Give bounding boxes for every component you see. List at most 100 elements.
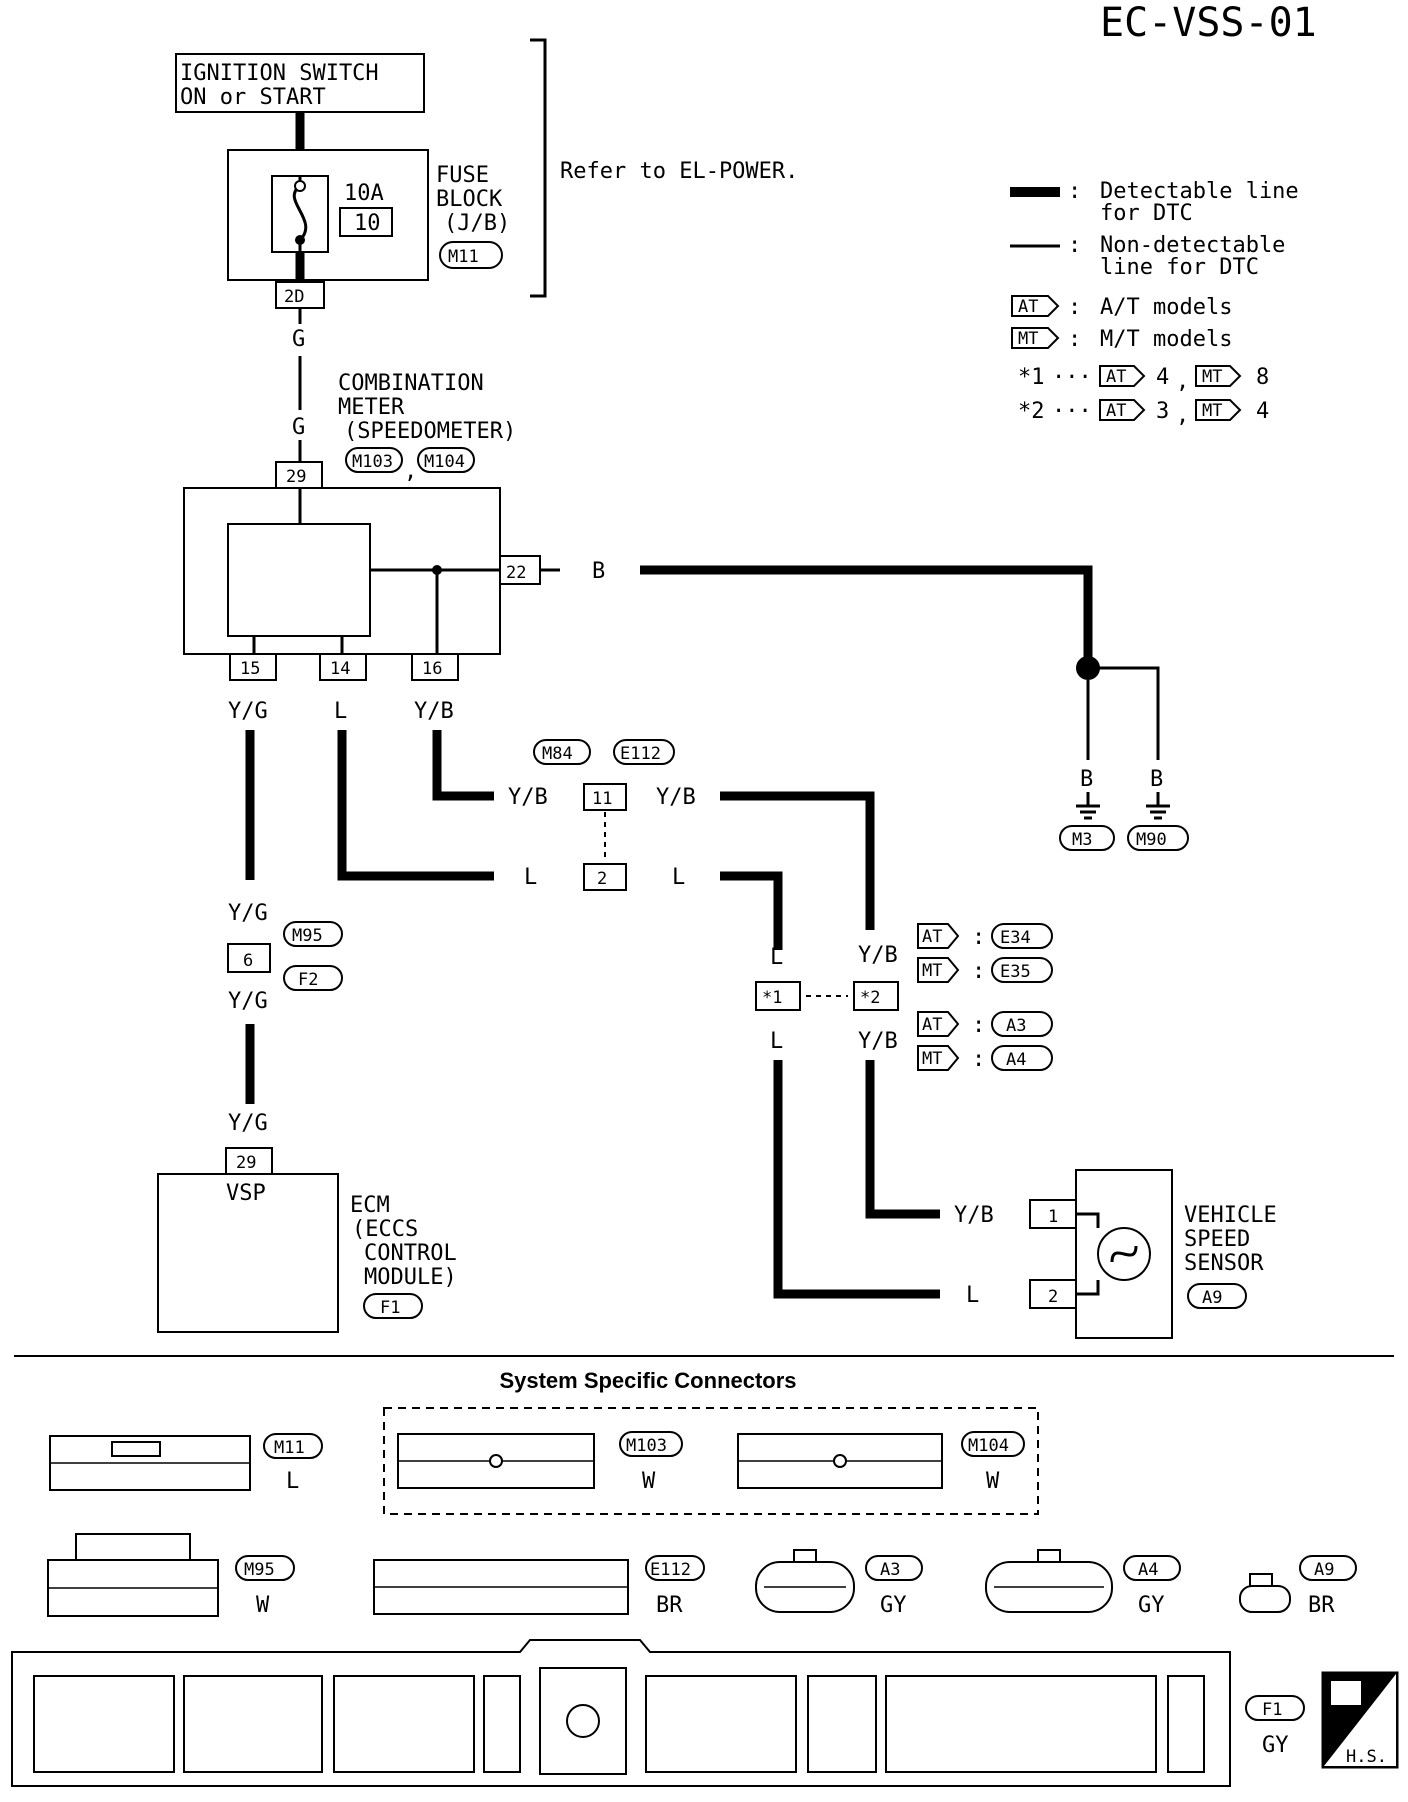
joint-e112: E112 bbox=[620, 744, 661, 764]
wire-yb-label1: Y/B bbox=[414, 699, 454, 724]
svg-text:MT: MT bbox=[1202, 367, 1222, 387]
meter-label3: (SPEEDOMETER) bbox=[344, 419, 516, 444]
fuse-out-pin: 2D bbox=[284, 287, 304, 307]
ground-m90: M90 bbox=[1136, 830, 1167, 850]
ecm-label3: CONTROL bbox=[364, 1241, 457, 1266]
wire-l-label4: L bbox=[770, 945, 783, 970]
svg-text:E112: E112 bbox=[650, 1560, 691, 1580]
meter-conn2: M104 bbox=[424, 452, 465, 472]
connectors-title: System Specific Connectors bbox=[499, 1368, 796, 1393]
svg-text:*2: *2 bbox=[1018, 399, 1045, 424]
legend-at-text: A/T models bbox=[1100, 295, 1232, 320]
sensor-int-wire2 bbox=[1076, 1280, 1100, 1296]
legend-colon3: : bbox=[1068, 295, 1081, 320]
sensor-conn-badge bbox=[1187, 1283, 1247, 1309]
svg-text:3: 3 bbox=[1156, 399, 1169, 424]
fuse-label1: FUSE bbox=[436, 163, 489, 188]
svg-text::: : bbox=[972, 925, 985, 950]
svg-text:MT: MT bbox=[1202, 401, 1222, 421]
svg-text:W: W bbox=[642, 1469, 656, 1494]
svg-text:M103: M103 bbox=[626, 1436, 667, 1456]
fuse-number: 10 bbox=[354, 211, 381, 236]
wire-yb-label2: Y/B bbox=[508, 785, 548, 810]
wire-b-main bbox=[640, 565, 1093, 668]
joint-m84: M84 bbox=[542, 744, 573, 764]
svg-text:M104: M104 bbox=[968, 1436, 1009, 1456]
svg-text:,: , bbox=[1176, 369, 1189, 394]
ground-m3: M3 bbox=[1072, 830, 1092, 850]
sensor-int-wire1 bbox=[1076, 1212, 1100, 1228]
svg-text:AT: AT bbox=[922, 927, 942, 947]
joint-e112-badge bbox=[613, 739, 675, 765]
svg-text:A3: A3 bbox=[1006, 1016, 1026, 1036]
meter-pin16: 16 bbox=[422, 659, 442, 679]
wire-l-to-s1 bbox=[720, 871, 783, 950]
connector-m104: M104 W bbox=[737, 1431, 1025, 1494]
connector-m95: M95 W bbox=[47, 1533, 295, 1618]
sensor-pin2-box bbox=[1029, 1279, 1077, 1309]
fuse-amps: 10A bbox=[344, 181, 384, 206]
joint-m95-f2-box bbox=[227, 943, 271, 973]
meter-pin14: 14 bbox=[330, 659, 350, 679]
ecm-label1: ECM bbox=[350, 1193, 390, 1218]
ecm-box bbox=[157, 1173, 339, 1333]
wire-yg-label1: Y/G bbox=[228, 699, 268, 724]
fuse-out-pin-box bbox=[275, 281, 325, 309]
legend-at-tag-text: AT bbox=[1018, 297, 1038, 317]
ecm-label2: (ECCS bbox=[352, 1217, 418, 1242]
wire-g-label2: G bbox=[292, 415, 305, 440]
svg-text::: : bbox=[972, 1047, 985, 1072]
fuse-conn-badge bbox=[439, 241, 503, 269]
sensor-label2: SPEED bbox=[1184, 1227, 1250, 1252]
wire-l-label2: L bbox=[524, 865, 537, 890]
meter-pin14-box bbox=[319, 653, 367, 681]
legend-star2-row: *2 ··· AT 3 , MT 4 bbox=[1018, 399, 1269, 428]
page-id: EC-VSS-01 bbox=[1100, 0, 1317, 46]
wire-l-label3: L bbox=[672, 865, 685, 890]
wire-yb-to-sensor bbox=[865, 1060, 940, 1219]
svg-text:H.S.: H.S. bbox=[1346, 1747, 1387, 1767]
ground-b-label1: B bbox=[1080, 767, 1093, 792]
legend-nondet1: Non-detectable bbox=[1100, 233, 1285, 258]
wire-b-label: B bbox=[592, 559, 605, 584]
sensor-label1: VEHICLE bbox=[1184, 1203, 1277, 1228]
ecm-label4: MODULE) bbox=[364, 1265, 457, 1290]
ignition-line1: IGNITION SWITCH bbox=[180, 61, 379, 86]
ground-splice bbox=[1076, 656, 1100, 680]
svg-text:BR: BR bbox=[1308, 1593, 1335, 1618]
svg-text:GY: GY bbox=[880, 1593, 907, 1618]
wire-l-meter bbox=[337, 730, 494, 881]
wire-b-m90 bbox=[1098, 666, 1160, 760]
meter-conn1-badge bbox=[345, 447, 403, 473]
ground-m90-badge bbox=[1127, 825, 1189, 851]
meter-label1: COMBINATION bbox=[338, 371, 484, 396]
joint-m84-badge bbox=[533, 739, 591, 765]
power-ref: Refer to EL-POWER. bbox=[560, 159, 798, 184]
legend-at-tag bbox=[1011, 295, 1060, 317]
joint-m95-badge bbox=[283, 921, 343, 947]
legend-detectable2: for DTC bbox=[1100, 201, 1193, 226]
joint-m95: M95 bbox=[292, 926, 323, 946]
ground-b-label2: B bbox=[1150, 767, 1163, 792]
wire-yb-to-s2 bbox=[720, 791, 875, 930]
fuse-number-box bbox=[339, 207, 393, 237]
svg-text:W: W bbox=[986, 1469, 1000, 1494]
joint-f2: F2 bbox=[298, 970, 318, 990]
ecm-vsp: VSP bbox=[226, 1181, 266, 1206]
joint-p2: 2 bbox=[597, 869, 607, 889]
fuse-label2: BLOCK bbox=[436, 187, 503, 212]
svg-text:E35: E35 bbox=[1000, 962, 1031, 982]
power-bracket bbox=[530, 38, 547, 298]
svg-text:GY: GY bbox=[1262, 1733, 1289, 1758]
connector-a3: A3 GY bbox=[755, 1549, 923, 1618]
joint-s1-box bbox=[755, 981, 801, 1011]
meter-inner bbox=[227, 523, 371, 637]
svg-text:W: W bbox=[256, 1593, 270, 1618]
ignition-line2: ON or START bbox=[180, 85, 326, 110]
wire-yb-label3: Y/B bbox=[656, 785, 696, 810]
fuse-label3: (J/B) bbox=[444, 211, 510, 236]
legend-star1-row: *1 ··· AT 4 , MT 8 bbox=[1018, 365, 1269, 394]
svg-text::: : bbox=[972, 1013, 985, 1038]
joint-p2-box bbox=[583, 863, 627, 891]
